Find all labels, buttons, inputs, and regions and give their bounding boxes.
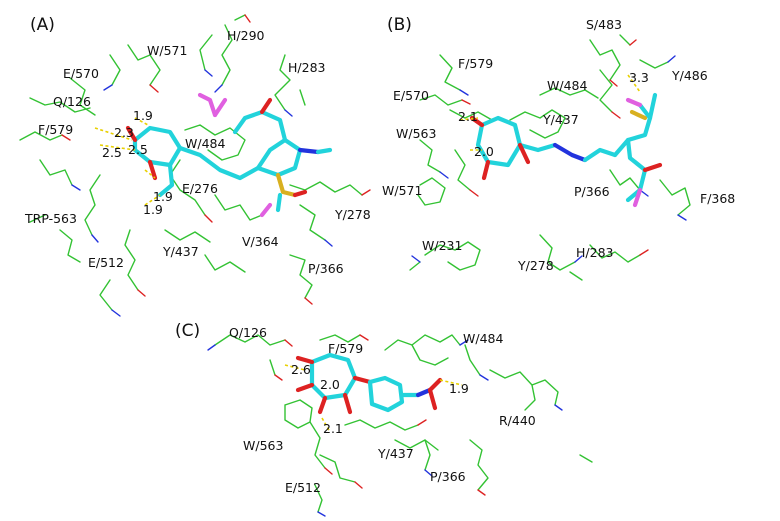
panel-a-distance-label: 2.5	[128, 142, 148, 157]
panel-c-residue-label: R/440	[499, 413, 536, 428]
panel-b-residue-label: H/283	[576, 245, 613, 260]
panel-a-residue-label: F/579	[38, 122, 73, 137]
panel-a-hbonds	[94, 117, 161, 206]
panel-b-distance-label: 2.1	[458, 109, 478, 124]
panel-c-label: (C)	[175, 321, 200, 341]
panel-c-residue-label: W/484	[463, 331, 503, 346]
panel-a-residue-label: V/364	[242, 234, 279, 249]
panel-a-residue-label: P/366	[308, 261, 344, 276]
panel-b-hbonds	[459, 74, 641, 151]
panel-b-distance-label: 3.3	[629, 70, 649, 85]
panel-c-residue-label: W/563	[243, 438, 283, 453]
panel-b-heteroatoms	[411, 39, 687, 263]
panel-c-hbonds	[284, 364, 463, 433]
panel-a-heteroatoms	[61, 14, 371, 317]
panel-b-residue-label: S/483	[586, 17, 622, 32]
panel-a-distance-label: 1.9	[133, 108, 153, 123]
panel-a-distance-label: 1.9	[143, 202, 163, 217]
panel-b-residue-label: Y/437	[542, 112, 579, 127]
panel-c-heteroatoms	[207, 334, 563, 517]
panel-c-ligand	[295, 352, 443, 415]
panel-b-residue-label: W/563	[396, 126, 436, 141]
panel-c-distance-label: 1.9	[449, 381, 469, 396]
panel-b-residue-label: Y/278	[517, 258, 554, 273]
panel-a-residue-label: E/512	[88, 255, 124, 270]
panel-b: (B) S/483 F/579 Y/486 E/570 W/484 W/563 …	[382, 15, 735, 281]
panel-b-residue-label: W/231	[422, 238, 462, 253]
panel-a-residue-label: Q/126	[53, 94, 91, 109]
panel-b-residue-sticks	[409, 34, 691, 281]
panel-a-residue-label: Y/278	[334, 207, 371, 222]
panel-c-residue-label: Q/126	[229, 325, 267, 340]
panel-c-distance-label: 2.1	[323, 421, 343, 436]
panel-c-distance-label: 2.0	[320, 377, 340, 392]
panel-c-residue-label: Y/437	[377, 446, 414, 461]
panel-b-label: (B)	[387, 15, 412, 35]
panel-a-residue-label: W/484	[185, 136, 225, 151]
panel-a-residue-label: E/570	[63, 66, 99, 81]
panel-a-residue-label: E/276	[182, 181, 218, 196]
panel-a-residue-sticks	[19, 14, 363, 311]
panel-a-label: (A)	[30, 15, 55, 35]
panel-b-residue-label: F/368	[700, 191, 735, 206]
panel-b-residue-label: P/366	[574, 184, 610, 199]
panel-a-residue-label: H/290	[227, 28, 265, 43]
panel-a-distance-label: 2.5	[102, 145, 122, 160]
panel-c: (C) Q/126 W/484 F/579 R/440 W/563 Y/437 …	[175, 321, 593, 517]
panel-a-residue-label: Y/437	[162, 244, 199, 259]
panel-b-ligand	[469, 92, 663, 208]
panel-a-residue-label: W/571	[147, 43, 187, 58]
panel-a-distance-label: 1.9	[153, 189, 173, 204]
panel-c-residue-label: F/579	[328, 341, 363, 356]
panel-b-residue-label: Y/486	[671, 68, 708, 83]
panel-a-distance-label: 2.3	[114, 125, 134, 140]
panel-b-residue-label: F/579	[458, 56, 493, 71]
panel-c-distance-label: 2.6	[291, 362, 311, 377]
panel-a: (A) H/290 W/571 E/570 H/283 Q/126 F/579 …	[19, 14, 371, 317]
panel-b-residue-label: W/571	[382, 183, 422, 198]
panel-c-residue-sticks	[214, 334, 593, 513]
panel-a-ligand	[125, 92, 333, 218]
panel-b-residue-label: W/484	[547, 78, 587, 93]
panel-a-residue-label: TRP-563	[24, 211, 77, 226]
panel-c-residue-label: P/366	[430, 469, 466, 484]
panel-a-residue-label: H/283	[288, 60, 325, 75]
panel-c-residue-label: E/512	[285, 480, 321, 495]
panel-b-residue-label: E/570	[393, 88, 429, 103]
panel-b-distance-label: 2.0	[474, 144, 494, 159]
